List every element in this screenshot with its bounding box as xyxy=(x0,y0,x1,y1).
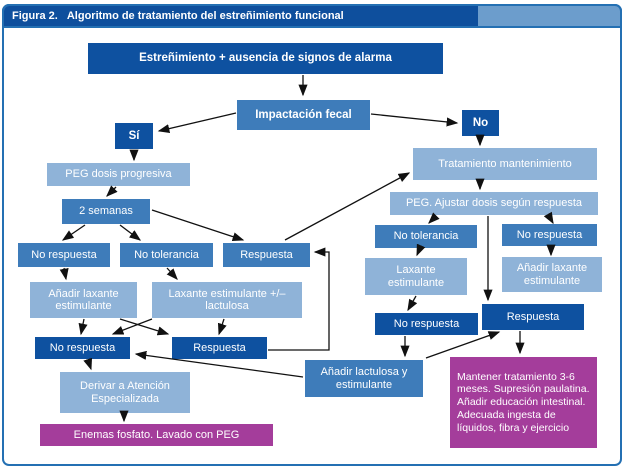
node-peg-dosis-progresiva: PEG dosis progresiva xyxy=(47,163,190,186)
node-anadir-laxante-estimulante-2: Añadir laxante estimulante xyxy=(502,257,602,292)
node-impactacion-fecal: Impactación fecal xyxy=(237,100,370,130)
node-no-respuesta-4: No respuesta xyxy=(375,313,478,335)
node-enemas-fosfato: Enemas fosfato. Lavado con PEG xyxy=(40,424,273,446)
node-anadir-laxante-estimulante-1: Añadir laxante estimulante xyxy=(30,282,137,318)
node-laxante-estimulante-2: Laxante estimulante xyxy=(365,258,467,295)
node-laxante-estimulante-lactulosa: Laxante estimulante +/– lactulosa xyxy=(152,282,302,318)
figure-title-bar: Figura 2. Algoritmo de tratamiento del e… xyxy=(2,4,622,28)
node-mantener-tratamiento: Mantener tratamiento 3-6 meses. Supresió… xyxy=(450,357,597,448)
node-tratamiento-mantenimiento: Tratamiento mantenimiento xyxy=(413,148,597,180)
node-peg-ajustar-dosis: PEG. Ajustar dosis según respuesta xyxy=(390,192,598,215)
node-respuesta-2: Respuesta xyxy=(172,337,267,359)
figure-label: Figura 2. xyxy=(12,10,58,22)
node-respuesta-3: Respuesta xyxy=(482,304,584,330)
node-si: Sí xyxy=(115,123,153,149)
node-respuesta-1: Respuesta xyxy=(223,243,310,267)
node-no-tolerancia-1: No tolerancia xyxy=(120,243,213,267)
node-anadir-lactulosa-estimulante: Añadir lactulosa y estimulante xyxy=(305,360,423,397)
node-no-respuesta-2: No respuesta xyxy=(35,337,130,359)
node-estrenimiento-sin-alarma: Estreñimiento + ausencia de signos de al… xyxy=(88,43,443,74)
node-2-semanas: 2 semanas xyxy=(62,199,150,224)
node-no-respuesta-1: No respuesta xyxy=(18,243,110,267)
figure-title-bar-dark-segment: Figura 2. Algoritmo de tratamiento del e… xyxy=(4,6,478,26)
figure-title: Algoritmo de tratamiento del estreñimien… xyxy=(66,10,344,22)
node-no-respuesta-3: No respuesta xyxy=(502,224,597,246)
node-derivar-atencion-especializada: Derivar a Atención Especializada xyxy=(60,372,190,413)
node-no-tolerancia-2: No tolerancia xyxy=(375,225,477,248)
node-no: No xyxy=(462,110,499,136)
